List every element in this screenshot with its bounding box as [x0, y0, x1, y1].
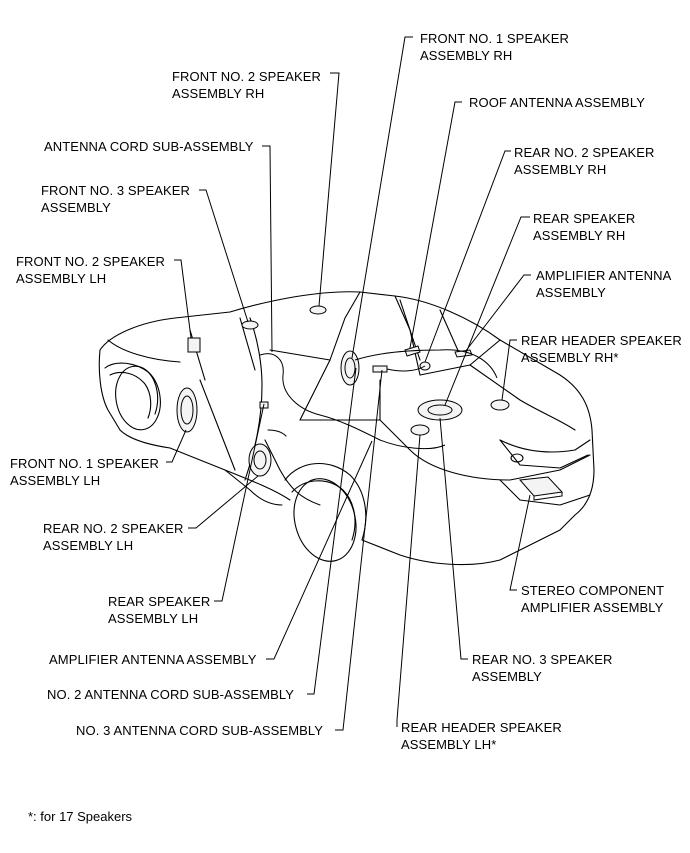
label-no2-antenna-cord: NO. 2 ANTENNA CORD SUB-ASSEMBLY: [47, 687, 295, 702]
label-rear-no2-speaker-lh: REAR NO. 2 SPEAKER ASSEMBLY LH: [43, 521, 184, 553]
speaker-components: [176, 305, 564, 501]
label-rear-header-speaker-lh: REAR HEADER SPEAKER ASSEMBLY LH*: [401, 720, 562, 752]
rear-header-speaker-lh-icon: [410, 424, 430, 436]
label-amplifier-antenna-rh: AMPLIFIER ANTENNA ASSEMBLY: [536, 268, 672, 300]
label-antenna-cord-sub: ANTENNA CORD SUB-ASSEMBLY: [44, 139, 254, 154]
label-front-no3-speaker: FRONT NO. 3 SPEAKER ASSEMBLY: [41, 183, 191, 215]
front-no2-speaker-rh-icon: [309, 305, 327, 315]
label-front-no2-speaker-rh: FRONT NO. 2 SPEAKER ASSEMBLY RH: [172, 69, 322, 101]
front-no3-speaker-icon: [241, 320, 259, 330]
front-no1-speaker-lh-icon: [176, 387, 198, 433]
label-rear-speaker-rh: REAR SPEAKER ASSEMBLY RH: [533, 211, 636, 243]
front-no2-speaker-lh-icon: [187, 337, 201, 353]
leader-lines: [166, 36, 531, 731]
label-rear-speaker-lh: REAR SPEAKER ASSEMBLY LH: [108, 594, 211, 626]
label-rear-no3-speaker: REAR NO. 3 SPEAKER ASSEMBLY: [472, 652, 613, 684]
stereo-amplifier-icon: [518, 476, 564, 497]
label-no3-antenna-cord: NO. 3 ANTENNA CORD SUB-ASSEMBLY: [76, 723, 324, 738]
label-rear-header-speaker-rh: REAR HEADER SPEAKER ASSEMBLY RH*: [521, 333, 682, 365]
label-stereo-amplifier: STEREO COMPONENT AMPLIFIER ASSEMBLY: [521, 583, 665, 615]
no3-antenna-cord-icon: [372, 365, 388, 373]
rear-header-speaker-rh-icon: [490, 399, 510, 411]
label-rear-no2-speaker-rh: REAR NO. 2 SPEAKER ASSEMBLY RH: [514, 145, 655, 177]
label-amplifier-antenna-lh: AMPLIFIER ANTENNA ASSEMBLY: [49, 652, 257, 667]
rear-no2-speaker-lh-icon: [248, 443, 272, 477]
front-no1-speaker-rh-icon: [340, 350, 360, 386]
label-front-no2-speaker-lh: FRONT NO. 2 SPEAKER ASSEMBLY LH: [16, 254, 166, 286]
label-front-no1-speaker-rh: FRONT NO. 1 SPEAKER ASSEMBLY RH: [420, 31, 570, 63]
label-roof-antenna: ROOF ANTENNA ASSEMBLY: [469, 95, 645, 110]
rear-speaker-rh-icon: [417, 399, 463, 421]
label-front-no1-speaker-lh: FRONT NO. 1 SPEAKER ASSEMBLY LH: [10, 456, 160, 488]
amplifier-antenna-rh-icon: [454, 349, 473, 358]
antenna-cables: [259, 349, 498, 450]
footnote: *: for 17 Speakers: [28, 809, 133, 824]
